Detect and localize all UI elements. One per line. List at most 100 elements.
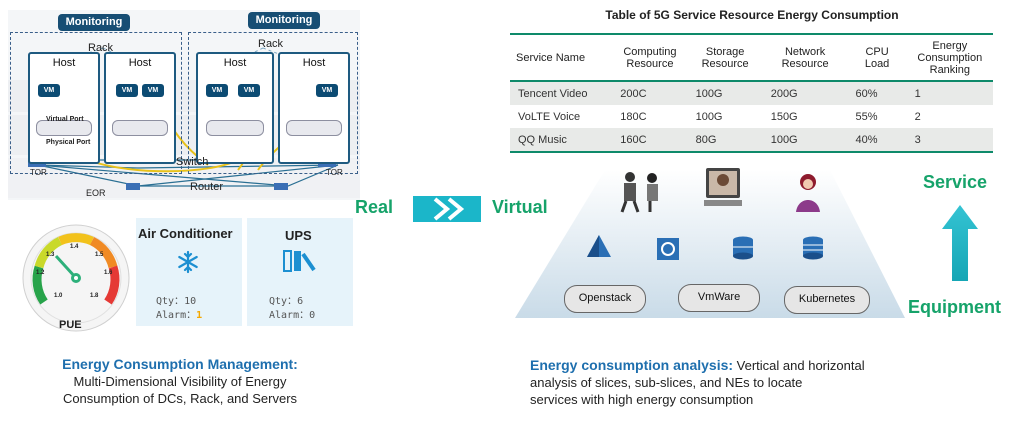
vm-chip: VM	[116, 84, 138, 97]
qty-value: 6	[297, 296, 304, 307]
rack-right	[188, 32, 358, 174]
table-cell: 180C	[620, 110, 647, 123]
vm-chip: VM	[142, 84, 164, 97]
alarm-value: 1	[196, 310, 203, 321]
host-label: Host	[128, 57, 152, 69]
server-stack-icon	[803, 236, 823, 260]
host-4: Host VM	[278, 52, 350, 164]
dc-topology-diagram: Monitoring Monitoring Rack Rack Host VM …	[8, 10, 360, 200]
table-cell: 3	[906, 128, 993, 151]
business-people-icon	[620, 172, 658, 213]
ups-card: UPS Qty：6 Alarm：0	[247, 218, 353, 326]
table-row: VoLTE Voice 180C 100G 150G 55% 2	[510, 105, 993, 128]
nic-card	[286, 120, 342, 136]
table-cell: 200C	[612, 82, 688, 105]
table-cell: 60%	[847, 82, 907, 105]
video-call-icon	[704, 168, 742, 206]
table-row: QQ Music 160C 80G 100G 40% 3	[510, 128, 993, 151]
table-cell: 200G	[762, 82, 848, 105]
cloud-label: Kubernetes	[798, 293, 856, 305]
database-icon	[733, 236, 753, 260]
table-cell: Tencent Video	[510, 82, 613, 105]
gauge-tick: 1.6	[104, 270, 113, 276]
cloud-kubernetes: Kubernetes	[784, 286, 870, 314]
storage-box-icon	[657, 238, 679, 260]
host-2: Host VM VM	[104, 52, 176, 164]
eor-label: EOR	[86, 188, 106, 198]
up-arrow-icon	[942, 205, 978, 281]
ac-qty: Qty：10	[156, 292, 196, 307]
right-caption: Energy consumption analysis: Vertical an…	[530, 357, 990, 408]
host-label: Host	[302, 57, 326, 69]
gauge-tick: 1.4	[70, 244, 79, 250]
music-listener-icon	[796, 174, 820, 212]
alarm-label: Alarm：	[156, 310, 197, 321]
ups-qty: Qty：6	[269, 292, 303, 307]
table-cell: 100G	[695, 110, 723, 123]
host-1: Host VM	[28, 52, 100, 164]
rack-left	[10, 32, 182, 174]
nic-card	[206, 120, 264, 136]
switch-label: Switch	[176, 156, 209, 168]
cloud-label: VmWare	[697, 291, 741, 303]
card-title: UPS	[285, 228, 312, 243]
service-label: Service	[923, 172, 988, 192]
qty-label: Qty：	[156, 296, 185, 307]
air-conditioner-card: Air Conditioner Qty：10 Alarm：1	[136, 218, 242, 326]
alarm-label: Alarm：	[269, 310, 310, 321]
host-label: Host	[52, 57, 76, 69]
ups-alarm: Alarm：0	[269, 306, 315, 321]
left-caption-line: Consumption of DCs, Rack, and Servers	[62, 391, 298, 406]
left-caption-line: Multi-Dimensional Visibility of Energy	[73, 374, 287, 389]
gauge-tick: 1.8	[90, 293, 99, 299]
right-caption-line: Vertical and horizontal	[733, 358, 865, 373]
gauge-tick: 1.0	[54, 293, 63, 299]
table-cell: 100G	[762, 128, 848, 151]
qty-label: Qty：	[269, 296, 298, 307]
table-cell: 160C	[612, 128, 688, 151]
pyramid-compute-icon	[587, 235, 611, 257]
gauge-tick: 1.5	[95, 252, 104, 258]
table-cell: VoLTE Voice	[518, 110, 581, 123]
tor-label-left: TOR	[30, 168, 47, 177]
rack-label-left: Rack	[88, 42, 114, 54]
gauge-tick: 1.2	[36, 270, 45, 276]
left-caption: Energy Consumption Management: Multi-Dim…	[20, 356, 340, 406]
vm-chip: VM	[206, 84, 228, 97]
virtual-port-label: Virtual Port	[46, 116, 84, 123]
table-header-rule	[510, 80, 993, 82]
alarm-value: 0	[309, 310, 316, 321]
right-caption-line: services with high energy consumption	[530, 392, 754, 407]
pue-label: PUE	[59, 319, 82, 331]
table-cell: 2	[914, 110, 921, 123]
monitoring-tag-left: Monitoring	[58, 14, 130, 31]
cloud-label: Openstack	[578, 292, 632, 304]
equipment-label: Equipment	[908, 297, 1001, 317]
vm-chip: VM	[38, 84, 60, 97]
snowflake-icon	[178, 250, 198, 274]
table-cell: 100G	[687, 82, 763, 105]
table-cell: 150G	[770, 110, 798, 123]
col-header: Service Name	[516, 52, 586, 64]
table-cell: QQ Music	[510, 128, 613, 151]
double-chevron-arrow-icon	[413, 196, 481, 222]
pue-gauge: 1.0 1.2 1.3 1.4 1.5 1.6 1.8	[20, 222, 132, 334]
right-caption-heading: Energy consumption analysis:	[530, 357, 734, 373]
table-top-rule	[510, 33, 993, 35]
left-caption-heading: Energy Consumption Management:	[62, 356, 298, 372]
rack-label-right: Rack	[258, 38, 284, 50]
vm-chip: VM	[238, 84, 260, 97]
qty-value: 10	[184, 296, 197, 307]
table-cell: 40%	[847, 128, 907, 151]
virtual-label: Virtual	[492, 197, 548, 217]
host-label: Host	[223, 57, 247, 69]
monitoring-tag-right: Monitoring	[248, 12, 320, 29]
real-label: Real	[355, 197, 394, 217]
host-3: Host VM VM	[196, 52, 274, 164]
